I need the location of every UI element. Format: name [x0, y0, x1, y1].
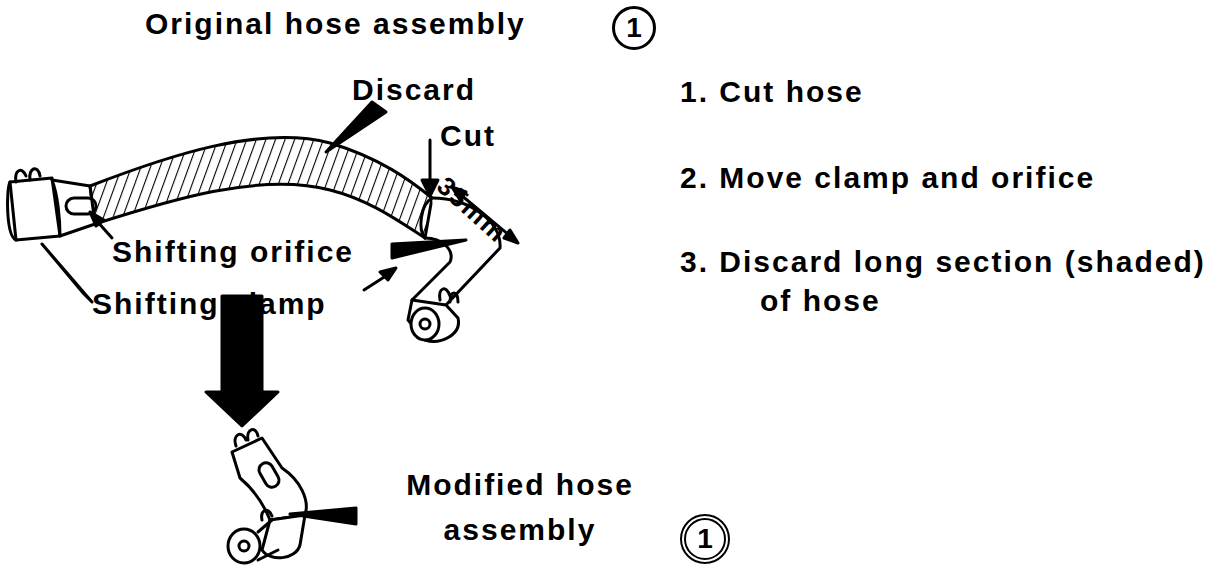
assembly-title: Original hose assembly — [145, 4, 526, 43]
part-label: Cut — [440, 116, 496, 155]
instruction-step: 3. Discard long section (shaded) of hose — [680, 242, 1216, 320]
callout-circle: 1 — [680, 514, 730, 564]
callout-number: 1 — [626, 14, 642, 42]
instruction-step: 1. Cut hose — [680, 72, 864, 111]
assembly-title: Modified hose assembly — [375, 462, 665, 552]
part-label: Shifting orifice — [112, 232, 354, 271]
callout-circle: 1 — [612, 6, 656, 50]
instruction-step: 2. Move clamp and orifice — [680, 158, 1095, 197]
part-label: Discard — [352, 70, 476, 109]
callout-number: 1 — [697, 525, 713, 553]
part-label: Shifting clamp — [92, 284, 327, 323]
